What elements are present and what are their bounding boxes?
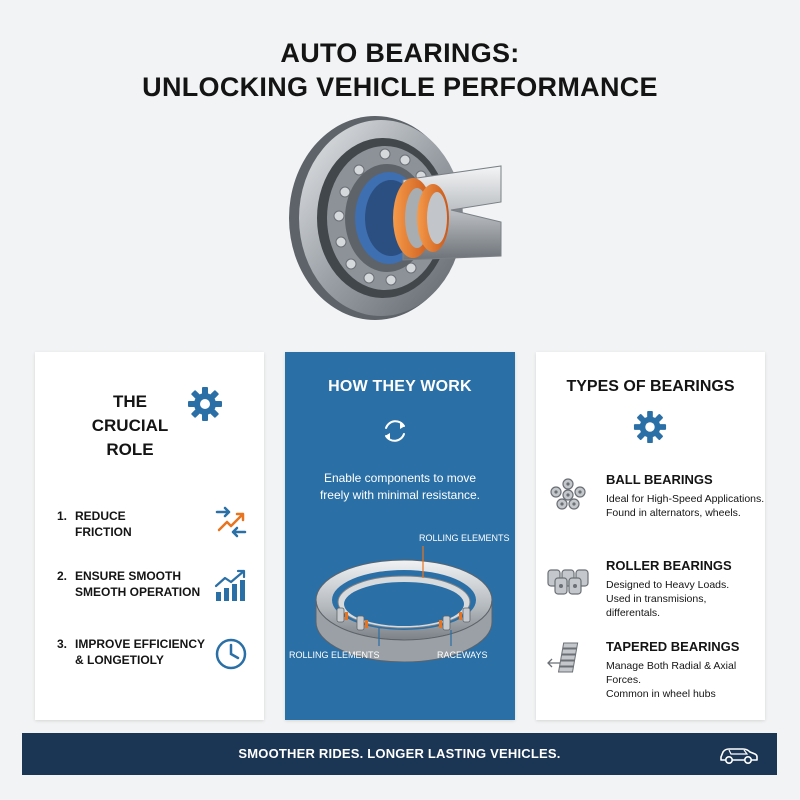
crucial-title-line2: ROLE [106, 440, 154, 459]
label-raceways: RACEWAYS [437, 650, 488, 660]
how-they-work-card: HOW THEY WORK Enable components to move … [285, 352, 515, 720]
role-line1: ENSURE SMOOTH [75, 569, 182, 583]
footer-tagline: SMOOTHER RIDES. LONGER LASTING VEHICLES. [238, 746, 561, 761]
type-desc: Manage Both Radial & Axial Forces. Commo… [606, 659, 766, 701]
role-line1: IMPROVE EFFICIENCY [75, 637, 206, 651]
ball-bearing-icon [550, 478, 586, 510]
types-of-bearings-card: TYPES OF BEARINGS BALL BEARINGS Ideal fo… [536, 352, 765, 720]
friction-arrows-icon [215, 506, 247, 538]
crucial-role-title: THE CRUCIAL ROLE [75, 390, 185, 462]
gear-icon [188, 387, 222, 421]
role-line2: FRICTION [75, 525, 132, 539]
tapered-bearing-icon [547, 642, 579, 673]
type-desc-line: Found in alternators, wheels. [606, 507, 741, 519]
type-name: ROLLER BEARINGS [606, 558, 732, 573]
label-rolling-elements-top: ROLLING ELEMENTS [419, 533, 510, 543]
roller-bearing-icon [547, 569, 589, 595]
type-name: TAPERED BEARINGS [606, 639, 740, 654]
type-desc: Ideal for High-Speed Applications. Found… [606, 492, 766, 520]
type-desc-line: Designed to Heavy Loads. [606, 579, 730, 591]
crucial-role-card: THE CRUCIAL ROLE 1. REDUCE FRICTION 2. ENS… [35, 352, 264, 720]
bearing-ring-diagram [315, 546, 493, 662]
growth-chart-icon [214, 569, 246, 601]
type-desc: Designed to Heavy Loads. Used in transmi… [606, 578, 766, 620]
type-desc-line: Used in transmisions, [606, 593, 707, 605]
title-line-2: UNLOCKING VEHICLE PERFORMANCE [142, 72, 658, 102]
type-desc-line: Manage Both Radial & Axial Forces. [606, 660, 737, 686]
role-line1: REDUCE [75, 509, 126, 523]
title-line-1: AUTO BEARINGS: [280, 38, 520, 68]
crucial-title-line1: THE CRUCIAL [91, 392, 169, 435]
footer-banner: SMOOTHER RIDES. LONGER LASTING VEHICLES. [22, 733, 777, 775]
gear-icon [633, 410, 667, 444]
role-line2: SMEOTH OPERATION [75, 585, 201, 599]
role-number: 2. [57, 569, 68, 583]
label-rolling-elements-bottom: ROLLING ELEMENTS [289, 650, 380, 660]
car-icon [720, 748, 758, 765]
cycle-arrows-icon [385, 420, 405, 442]
types-title: TYPES OF BEARINGS [566, 378, 735, 395]
type-desc-line: Common in wheel hubs [606, 688, 716, 700]
page-title: AUTO BEARINGS: UNLOCKING VEHICLE PERFORM… [0, 36, 800, 104]
desc-line1: Enable components to move [323, 471, 477, 485]
role-item-reduce-friction: 1. REDUCE FRICTION [57, 508, 217, 540]
role-item-ensure-smooth: 2. ENSURE SMOOTH SMEOTH OPERATION [57, 568, 217, 600]
type-name: BALL BEARINGS [606, 472, 713, 487]
role-item-improve-efficiency: 3. IMPROVE EFFICIENCY & LONGETIOLY [57, 636, 217, 668]
bearing-hero-illustration [289, 116, 502, 320]
role-number: 1. [57, 509, 68, 523]
how-they-work-title: HOW THEY WORK [328, 378, 472, 395]
role-number: 3. [57, 637, 68, 651]
clock-icon [215, 638, 247, 670]
role-line2: & LONGETIOLY [75, 653, 164, 667]
how-they-work-desc: Enable components to move freely with mi… [285, 470, 515, 504]
type-desc-line: Ideal for High-Speed Applications. [606, 493, 765, 505]
type-desc-line: differentals. [606, 607, 661, 619]
desc-line2: freely with minimal resistance. [319, 488, 481, 502]
